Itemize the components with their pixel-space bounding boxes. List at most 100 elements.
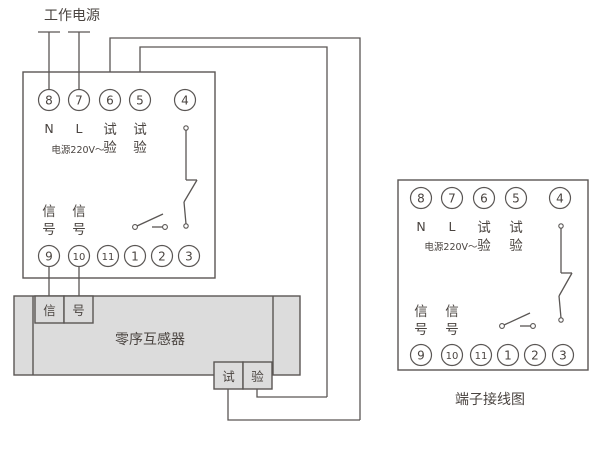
left-relay-group: 工作电源 8 N <box>22 8 361 420</box>
terminal-5-circle <box>128 88 152 112</box>
right-terminal-11[interactable]: 11 <box>469 343 493 367</box>
terminal-7-circle <box>67 88 91 112</box>
terminal-8-circle <box>37 88 61 112</box>
right-no-contact-1-2 <box>499 312 536 329</box>
terminal-8[interactable]: 8 N <box>37 88 61 137</box>
terminal-10-label-char2: 号 <box>72 222 86 238</box>
right-terminal-diagram-group: 8 N 7 L 6 试 验 5 试 验 <box>397 179 589 408</box>
transformer-signal-terminals[interactable]: 信 号 <box>34 295 94 324</box>
right-supply-spec-label: 电源220V～ <box>424 241 478 253</box>
terminal-2-number: 2 <box>158 250 166 264</box>
right-no-contact-node-right <box>530 323 536 329</box>
terminal-9[interactable]: 信 号 9 <box>37 204 61 268</box>
right-terminal-8-number: 8 <box>417 192 425 206</box>
right-terminal-6-label-char1: 试 <box>477 220 491 236</box>
right-terminal-10[interactable]: 信 号 10 <box>440 304 464 367</box>
terminal-1-circle <box>123 244 147 268</box>
transformer-signal-cell-1[interactable] <box>34 295 65 324</box>
right-contact-blade-diagonal <box>558 272 573 297</box>
terminal-9-number: 9 <box>45 250 53 264</box>
terminal-6[interactable]: 6 试 验 <box>98 88 122 157</box>
transformer-test-cell-2[interactable] <box>242 361 273 390</box>
terminal-5-number: 5 <box>136 94 144 108</box>
wire-terminal6-to-transformer-test <box>109 37 361 420</box>
terminal-5-label-char2: 验 <box>133 140 147 156</box>
right-no-contact-node-left <box>499 323 505 329</box>
terminal-11[interactable]: 11 <box>96 244 120 268</box>
right-terminal-10-label-char2: 号 <box>445 322 459 338</box>
right-terminal-5-circle <box>504 186 528 210</box>
right-terminal-5[interactable]: 5 试 验 <box>504 186 528 255</box>
right-terminal-5-label-char1: 试 <box>509 220 523 236</box>
terminal-6-label-char1: 试 <box>103 122 117 138</box>
right-terminal-3-circle <box>551 343 575 367</box>
right-terminal-11-circle <box>469 343 493 367</box>
terminal-7-number: 7 <box>75 94 83 108</box>
wire-transformer-test2-return <box>256 389 327 398</box>
terminal-8-label: N <box>44 121 53 136</box>
no-contact-node-right <box>162 224 168 230</box>
right-terminal-3[interactable]: 3 <box>551 343 575 367</box>
right-terminal-6-number: 6 <box>480 192 488 206</box>
terminal-6-circle <box>98 88 122 112</box>
right-terminal-1[interactable]: 1 <box>496 343 520 367</box>
right-diagram-box <box>397 179 589 371</box>
right-contact-node-top <box>558 223 564 229</box>
transformer-signal-cell-2[interactable] <box>63 295 94 324</box>
right-terminal-3-number: 3 <box>559 349 567 363</box>
changeover-contact-4-3 <box>183 125 198 229</box>
no-contact-blade <box>136 213 164 227</box>
right-terminal-7-circle <box>440 186 464 210</box>
right-contact-lead-lower <box>558 295 562 319</box>
terminal-4[interactable]: 4 <box>173 88 197 112</box>
right-terminal-5-label-char2: 验 <box>509 238 523 254</box>
wire-terminal5-to-transformer-test <box>139 46 328 397</box>
terminal-3-number: 3 <box>185 250 193 264</box>
right-terminal-2[interactable]: 2 <box>523 343 547 367</box>
contact-blade-diagonal <box>183 179 198 203</box>
contact-node-top <box>183 125 189 131</box>
zero-sequence-transformer-group: 信 号 零序互感器 试 验 <box>13 295 360 421</box>
transformer-test-char1: 试 <box>222 369 235 384</box>
right-terminal-10-number: 10 <box>446 351 459 362</box>
left-bottom-terminal-row: 信 号 9 信 号 10 11 <box>37 204 201 268</box>
right-terminal-4[interactable]: 4 <box>548 186 572 210</box>
terminal-1-number: 1 <box>131 250 139 264</box>
right-terminal-10-circle <box>440 343 464 367</box>
right-terminal-6-label-char2: 验 <box>477 238 491 254</box>
right-terminal-7-number: 7 <box>448 192 456 206</box>
terminal-8-number: 8 <box>45 94 53 108</box>
right-terminal-7[interactable]: 7 L <box>440 186 464 235</box>
transformer-signal-char1: 信 <box>43 303 56 318</box>
terminal-10-label-char1: 信 <box>72 204 86 220</box>
right-terminal-2-number: 2 <box>531 349 539 363</box>
terminal-4-circle <box>173 88 197 112</box>
terminal-2[interactable]: 2 <box>150 244 174 268</box>
right-terminal-6[interactable]: 6 试 验 <box>472 186 496 255</box>
right-terminal-9-label-char1: 信 <box>414 304 428 320</box>
terminal-3[interactable]: 3 <box>177 244 201 268</box>
right-top-terminal-row: 8 N 7 L 6 试 验 5 试 验 <box>409 186 572 255</box>
terminal-5[interactable]: 5 试 验 <box>128 88 152 157</box>
right-terminal-4-number: 4 <box>556 192 564 206</box>
power-source-label: 工作电源 <box>44 8 100 24</box>
right-terminal-8[interactable]: 8 N <box>409 186 433 235</box>
terminal-2-circle <box>150 244 174 268</box>
terminal-10-number: 10 <box>73 252 86 263</box>
terminal-7[interactable]: 7 L <box>67 88 91 137</box>
right-terminal-6-circle <box>472 186 496 210</box>
right-terminal-2-circle <box>523 343 547 367</box>
right-terminal-8-label: N <box>416 219 425 234</box>
contact-node-bottom <box>183 223 189 229</box>
right-terminal-9[interactable]: 信 号 9 <box>409 304 433 367</box>
right-diagram-caption: 端子接线图 <box>455 391 525 408</box>
terminal-11-circle <box>96 244 120 268</box>
right-terminal-9-label-char2: 号 <box>414 322 428 338</box>
terminal-10[interactable]: 信 号 10 <box>67 204 91 268</box>
terminal-1[interactable]: 1 <box>123 244 147 268</box>
right-terminal-9-number: 9 <box>417 349 425 363</box>
left-top-terminal-row: 8 N 7 L 6 试 验 5 <box>37 88 197 157</box>
transformer-test-terminals[interactable]: 试 验 <box>213 361 273 390</box>
right-terminal-7-label: L <box>449 219 456 234</box>
